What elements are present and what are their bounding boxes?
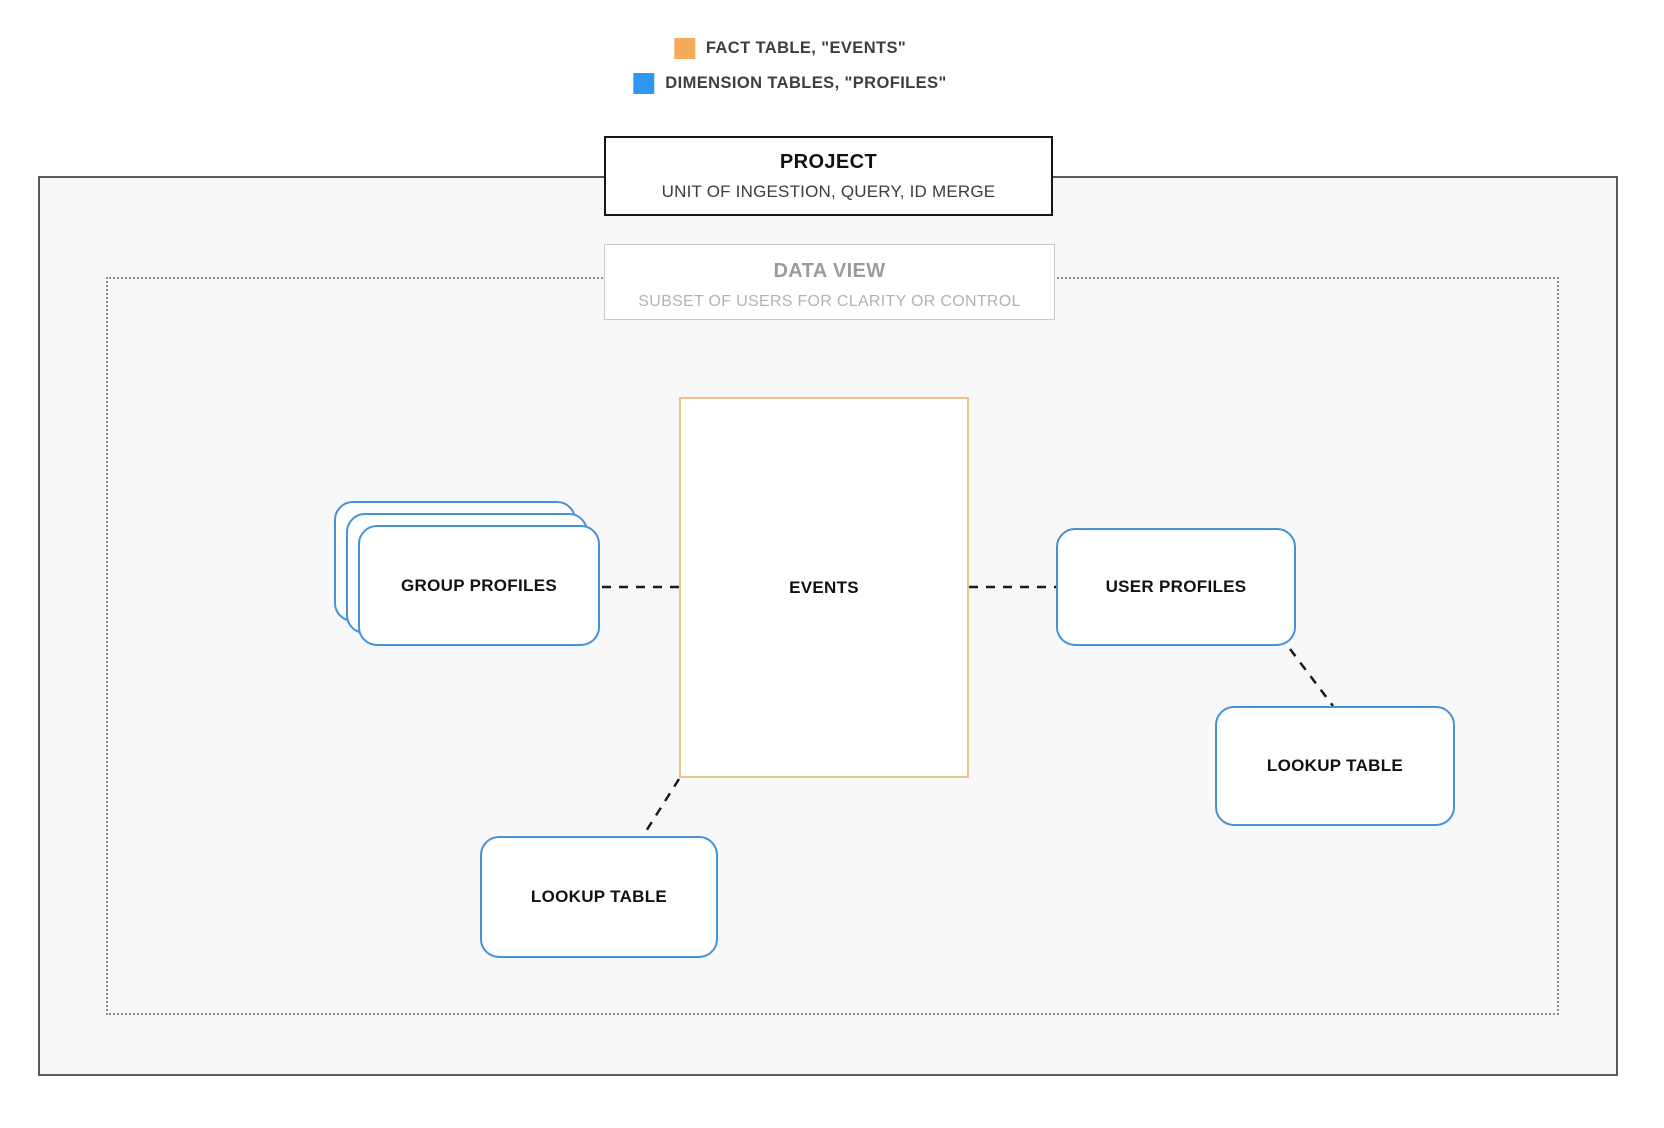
lookup-table-right-node-label: LOOKUP TABLE [1266,756,1404,775]
legend-item-dimension-tables: DIMENSION TABLES, "PROFILES" [633,73,946,94]
legend-item-fact-table: FACT TABLE, "EVENTS" [673,38,907,59]
lookup-table-right-node: LOOKUP TABLE [1215,706,1455,826]
project-title: PROJECT [779,151,878,173]
data-view-header-box: DATA VIEW SUBSET OF USERS FOR CLARITY OR… [604,244,1055,320]
dimension-tables-swatch-icon [633,73,655,94]
group-profiles-node: GROUP PROFILES [358,525,600,646]
legend-item-label: FACT TABLE, "EVENTS" [705,39,907,57]
events-node: EVENTS [679,397,969,778]
lookup-table-bottom-node-label: LOOKUP TABLE [530,887,668,906]
project-subtitle: UNIT OF INGESTION, QUERY, ID MERGE [661,182,996,201]
user-profiles-node: USER PROFILES [1056,528,1296,646]
legend-item-label: DIMENSION TABLES, "PROFILES" [665,74,947,92]
events-node-label: EVENTS [789,577,859,597]
user-profiles-node-label: USER PROFILES [1105,577,1247,596]
project-header-box: PROJECT UNIT OF INGESTION, QUERY, ID MER… [604,136,1053,216]
legend: FACT TABLE, "EVENTS" DIMENSION TABLES, "… [633,38,946,94]
data-view-title: DATA VIEW [773,260,886,282]
lookup-table-bottom-node: LOOKUP TABLE [480,836,718,958]
group-profiles-node-label: GROUP PROFILES [401,575,557,595]
fact-table-swatch-icon [673,38,695,59]
data-view-subtitle: SUBSET OF USERS FOR CLARITY OR CONTROL [638,293,1021,310]
